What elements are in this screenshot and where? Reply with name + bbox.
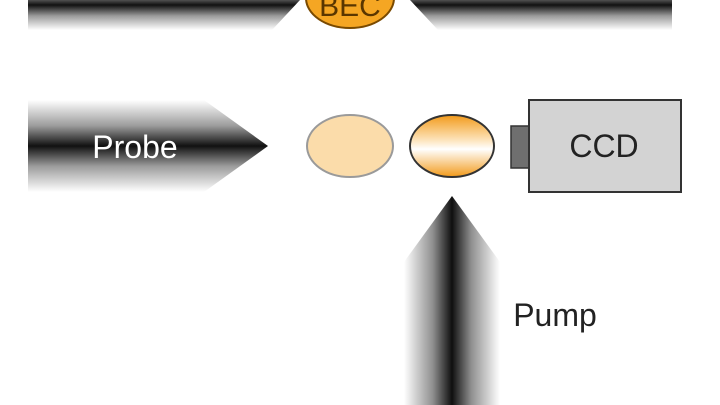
bec-label: BEC	[319, 0, 381, 23]
top-left-beam	[28, 0, 300, 30]
bec-cloud	[305, 0, 395, 29]
ccd-lens	[510, 125, 530, 169]
top-right-beam	[410, 0, 672, 30]
ccd-label: CCD	[569, 128, 638, 164]
probe-label: Probe	[92, 129, 177, 165]
pump-beam	[404, 196, 500, 405]
expanded-cloud	[306, 114, 394, 178]
ccd-camera	[528, 99, 682, 193]
pump-label: Pump	[513, 297, 597, 333]
probe-beam	[28, 100, 268, 192]
imaged-bec-cloud	[409, 114, 495, 178]
